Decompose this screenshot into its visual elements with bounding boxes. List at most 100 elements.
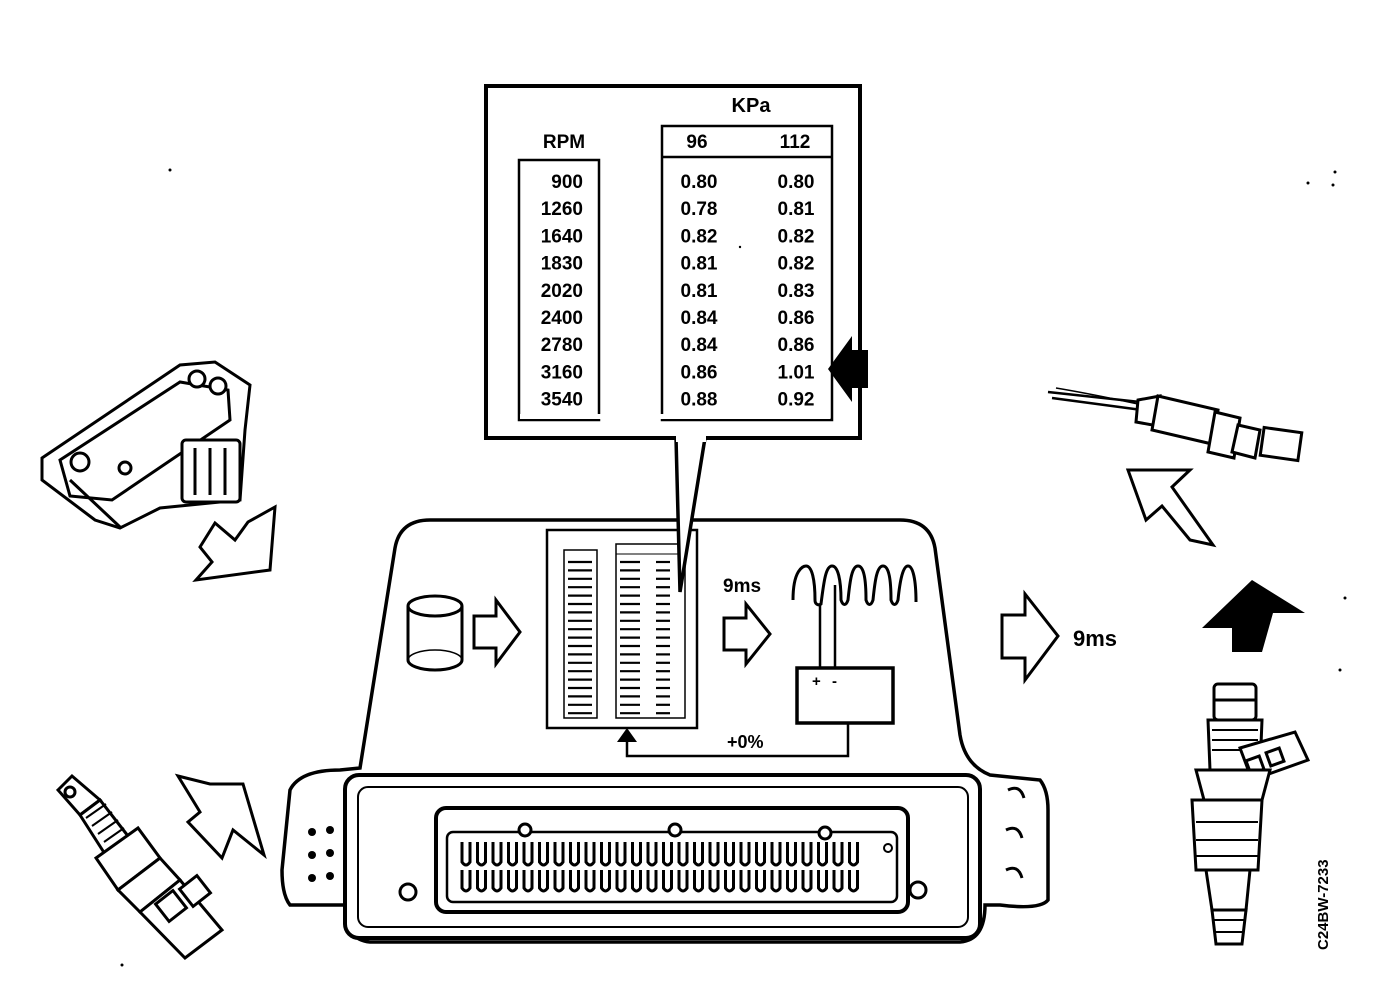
rpm-cell: 1830 xyxy=(541,254,583,275)
column-header-96: 96 xyxy=(686,132,707,153)
connector-pin xyxy=(848,870,859,893)
oxygen-sensor-icon xyxy=(1047,387,1304,463)
connector-pin xyxy=(646,870,658,893)
output-signal-arrow xyxy=(1000,589,1060,685)
connector-pin xyxy=(553,870,565,893)
kpa96-cell: 0.80 xyxy=(681,172,718,193)
connector-pin xyxy=(631,870,642,893)
kpa96-cell: 0.81 xyxy=(681,281,718,302)
connector-pin xyxy=(460,842,472,867)
ecu-connector-icon xyxy=(434,806,910,914)
highlight-pointer-arrow xyxy=(828,336,868,402)
rpm-cell: 3540 xyxy=(541,390,583,411)
connector-pin xyxy=(848,842,859,867)
oxygen-sensor-feedback-arrow xyxy=(1125,468,1217,548)
kpa112-cell: 0.83 xyxy=(778,281,815,302)
connector-pin xyxy=(724,842,735,867)
rpm-cell: 1640 xyxy=(541,226,583,247)
connector-pin xyxy=(631,842,642,867)
connector-pin xyxy=(817,870,828,893)
injector-command-arrow xyxy=(1202,580,1305,652)
injector-pulse-waveform xyxy=(791,564,918,607)
connector-pin xyxy=(724,870,735,893)
kpa-header: KPa xyxy=(732,95,772,117)
connector-pin xyxy=(460,870,472,893)
output-pulse-label: 9ms xyxy=(1073,626,1117,651)
connector-pin xyxy=(491,870,503,893)
kpa112-cell: 0.92 xyxy=(778,390,815,411)
connector-pin xyxy=(832,870,844,893)
connector-pin xyxy=(522,870,534,893)
kpa96-cell: 0.78 xyxy=(681,199,718,220)
rpm-cell: 2020 xyxy=(541,281,583,302)
connector-pin xyxy=(615,842,627,867)
rpm-cell: 900 xyxy=(551,172,583,193)
connector-pin xyxy=(507,870,518,893)
pulse-width-label: 9ms xyxy=(723,576,761,597)
connector-pin xyxy=(708,842,720,867)
connector-pin xyxy=(476,842,487,867)
connector-pin xyxy=(801,842,813,867)
fuel-map-callout: KPa RPM 96 112 900 0.80 0.80 1260 0.78 0.81 16… xyxy=(484,84,868,593)
map-sensor-icon xyxy=(40,360,252,530)
connector-pin xyxy=(770,842,782,867)
connector-pin xyxy=(817,842,828,867)
coolant-sensor-signal-arrow xyxy=(174,773,267,861)
connector-pin xyxy=(491,842,503,867)
connector-pin xyxy=(770,870,782,893)
connector-pin xyxy=(569,842,580,867)
connector-pin xyxy=(832,842,844,867)
flow-arrow-map-to-pulse xyxy=(722,599,772,669)
connector-pin xyxy=(569,870,580,893)
connector-pin xyxy=(786,870,797,893)
connector-pin xyxy=(553,842,565,867)
rpm-cell: 2780 xyxy=(541,335,583,356)
connector-pin xyxy=(600,870,611,893)
kpa96-cell: 0.88 xyxy=(681,390,718,411)
connector-pin xyxy=(755,842,766,867)
connector-pin xyxy=(507,842,518,867)
correction-label: +0% xyxy=(727,732,764,752)
connector-pin xyxy=(600,842,611,867)
rpm-cell: 2400 xyxy=(541,308,583,329)
rpm-header: RPM xyxy=(543,132,585,153)
kpa112-cell: 0.81 xyxy=(778,199,815,220)
connector-pin xyxy=(662,870,673,893)
flow-arrow-cylinder-to-map xyxy=(472,595,522,669)
kpa96-cell: 0.81 xyxy=(681,254,718,275)
connector-pin xyxy=(739,870,751,893)
connector-pin xyxy=(693,842,704,867)
kpa112-cell: 0.86 xyxy=(778,335,815,356)
connector-pin xyxy=(584,842,596,867)
rpm-cell: 3160 xyxy=(541,362,583,383)
connector-pin xyxy=(739,842,751,867)
ecu-unit: 9ms + - +0% xyxy=(280,518,1050,944)
connector-pin xyxy=(522,842,534,867)
battery-plus-label: + xyxy=(812,673,821,690)
connector-pin xyxy=(677,842,689,867)
feedback-arrow xyxy=(617,728,637,742)
connector-pin xyxy=(755,870,766,893)
connector-pin xyxy=(662,842,673,867)
battery-minus-label: - xyxy=(832,673,837,690)
kpa96-cell: 0.84 xyxy=(681,335,718,356)
cylinder-icon xyxy=(406,594,464,672)
kpa112-cell: 0.86 xyxy=(778,308,815,329)
kpa112-cell: 1.01 xyxy=(778,362,815,383)
kpa96-cell: 0.86 xyxy=(681,362,718,383)
connector-pin xyxy=(693,870,704,893)
connector-pin xyxy=(476,870,487,893)
rpm-cell: 1260 xyxy=(541,199,583,220)
kpa112-cell: 0.82 xyxy=(778,226,815,247)
fuel-injector-icon xyxy=(1190,682,1311,946)
map-sensor-signal-arrow xyxy=(192,504,277,583)
kpa112-cell: 0.82 xyxy=(778,254,815,275)
kpa96-cell: 0.84 xyxy=(681,308,718,329)
connector-pin xyxy=(538,870,549,893)
column-header-112: 112 xyxy=(780,132,811,153)
kpa112-cell: 0.80 xyxy=(778,172,815,193)
connector-pin xyxy=(708,870,720,893)
connector-pin xyxy=(801,870,813,893)
connector-pin xyxy=(615,870,627,893)
